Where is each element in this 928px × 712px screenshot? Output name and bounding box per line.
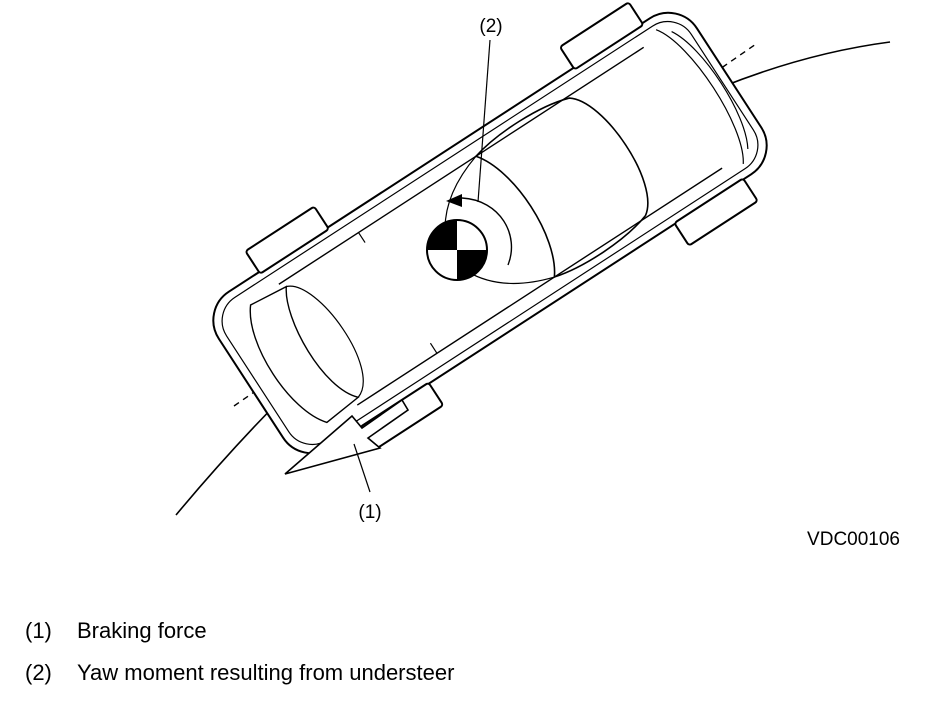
wheel-front-left	[560, 2, 644, 70]
wheel-rear-left	[245, 206, 329, 274]
yaw-arrowhead-icon	[446, 194, 462, 207]
legend-text: Braking force	[77, 618, 207, 643]
wheel-front-right	[674, 178, 758, 246]
legend-item: (1) Braking force	[25, 618, 207, 644]
leader-line-1	[353, 443, 371, 493]
rear-window	[249, 285, 360, 424]
braking-force-arrow	[284, 398, 410, 475]
leader-line-2	[477, 39, 491, 203]
figure-code: VDC00106	[807, 529, 900, 550]
callout-label-2: (2)	[479, 16, 502, 37]
yaw-moment-arrow	[461, 197, 513, 266]
legend-number: (2)	[25, 660, 52, 685]
callout-label-1: (1)	[358, 502, 381, 523]
legend-number: (1)	[25, 618, 52, 643]
windscreen	[474, 97, 649, 279]
legend-item: (2) Yaw moment resulting from understeer	[25, 660, 454, 686]
center-of-gravity-icon	[426, 219, 488, 281]
vehicle	[212, 2, 768, 455]
legend-text: Yaw moment resulting from understeer	[77, 660, 455, 685]
